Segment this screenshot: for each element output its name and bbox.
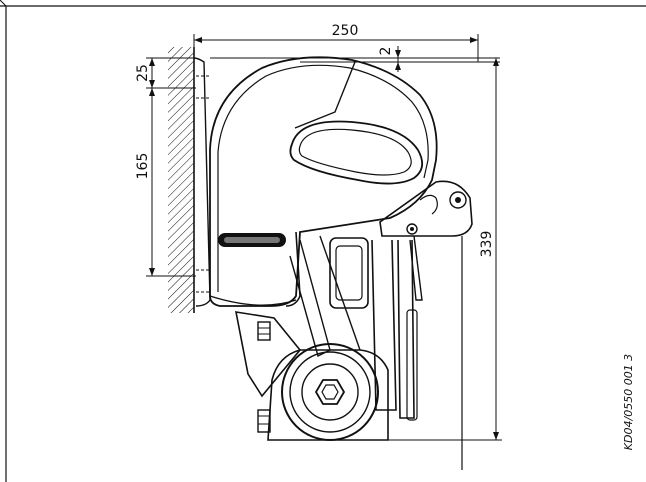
cassette-housing: [209, 56, 438, 307]
mounting-plate: [193, 57, 211, 307]
dim-bracket-height: 165: [135, 88, 196, 277]
dim-overall-height: 339: [388, 58, 502, 441]
dim-250-label: 250: [332, 23, 359, 39]
dim-25-label: 25: [135, 64, 151, 82]
arm-bolt-upper: [257, 321, 271, 341]
dim-overall-width: 250: [193, 23, 479, 62]
pivot-wheel: [267, 343, 389, 441]
dim-165-label: 165: [135, 153, 151, 180]
dim-top-offset: 2: [210, 46, 500, 72]
dim-339-label: 339: [479, 231, 495, 258]
logo-badge: [218, 233, 286, 247]
wall-hatch: [168, 47, 195, 313]
end-cap: [379, 180, 473, 237]
dim-top-bracket: 25: [135, 57, 196, 89]
dim-2-label: 2: [378, 47, 394, 56]
drawing-reference-code: KD04/0550 001 3: [622, 354, 635, 450]
